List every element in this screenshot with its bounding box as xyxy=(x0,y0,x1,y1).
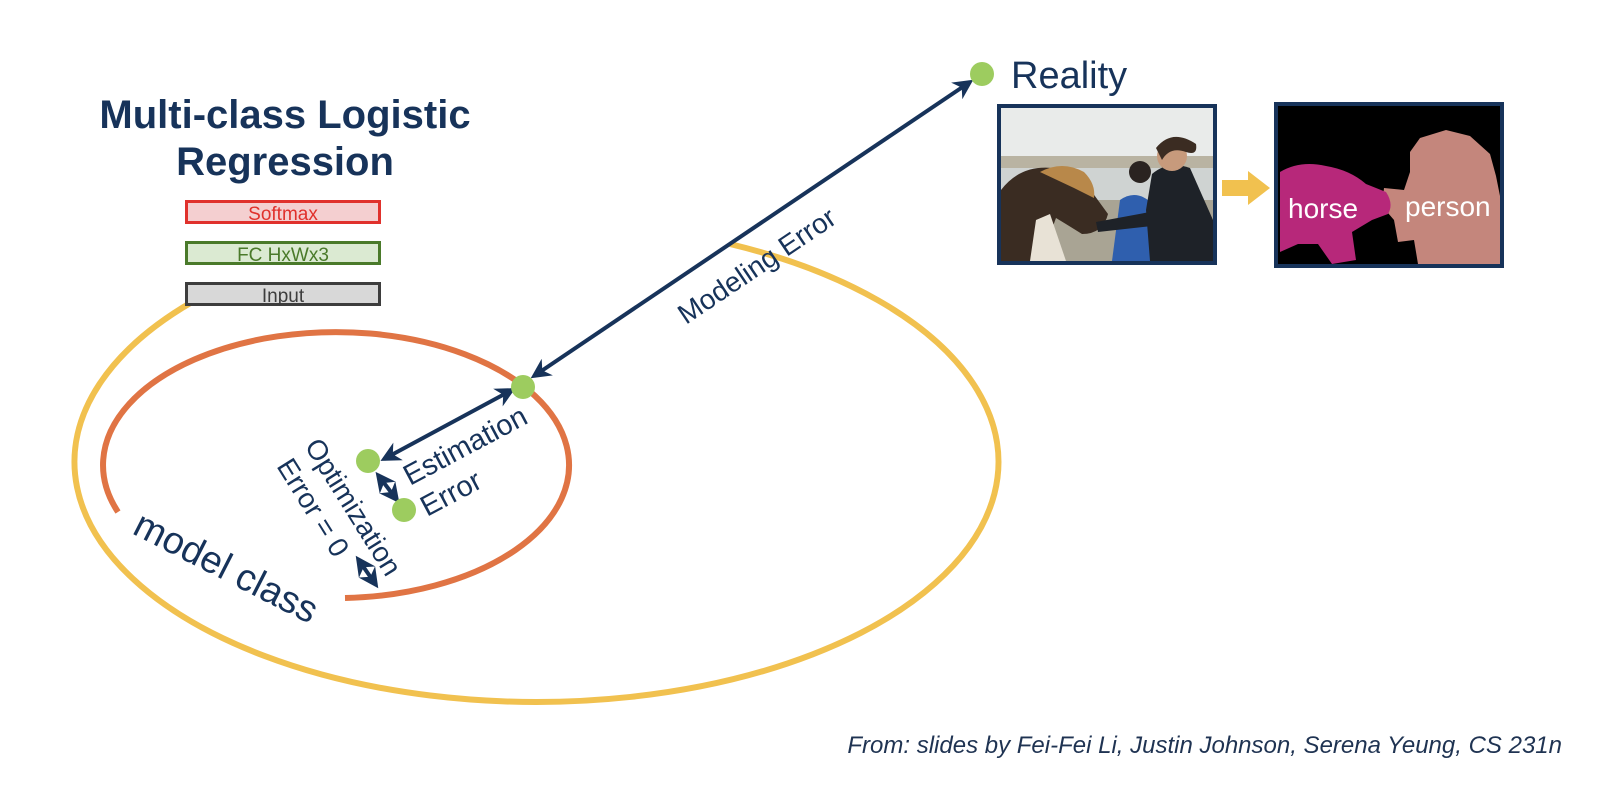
photo-horse-people xyxy=(997,104,1217,265)
horse-mask xyxy=(1280,164,1391,264)
model-class-label: model class xyxy=(127,504,325,633)
person-label: person xyxy=(1405,191,1491,222)
model-point xyxy=(511,375,535,399)
segmentation-mask xyxy=(1274,102,1504,268)
optimization-error-zero-arrow xyxy=(355,555,379,589)
outer-ellipse xyxy=(71,241,1002,705)
horse-label: horse xyxy=(1288,193,1358,224)
estimate-point xyxy=(356,449,380,473)
modeling-error-arrow xyxy=(530,79,974,379)
right-arrow-icon xyxy=(1222,171,1270,205)
page-title: Multi-class Logistic Regression xyxy=(60,92,510,186)
estimation-error-arrow xyxy=(380,388,516,461)
reality-label: Reality xyxy=(1011,55,1127,97)
softmax-layer-box: Softmax xyxy=(185,200,381,225)
optimization-small-arrow xyxy=(375,471,400,504)
inner-ellipse xyxy=(100,329,572,601)
input-layer-box: Input xyxy=(185,282,381,307)
fc-layer-box: FC HxWx3 xyxy=(185,241,381,266)
source-credit: From: slides by Fei-Fei Li, Justin Johns… xyxy=(847,732,1562,759)
reality-point xyxy=(970,62,994,86)
title-line-2: Regression xyxy=(176,140,394,185)
person-mask xyxy=(1382,130,1500,264)
optimized-point xyxy=(392,498,416,522)
title-line-1: Multi-class Logistic xyxy=(99,93,471,137)
